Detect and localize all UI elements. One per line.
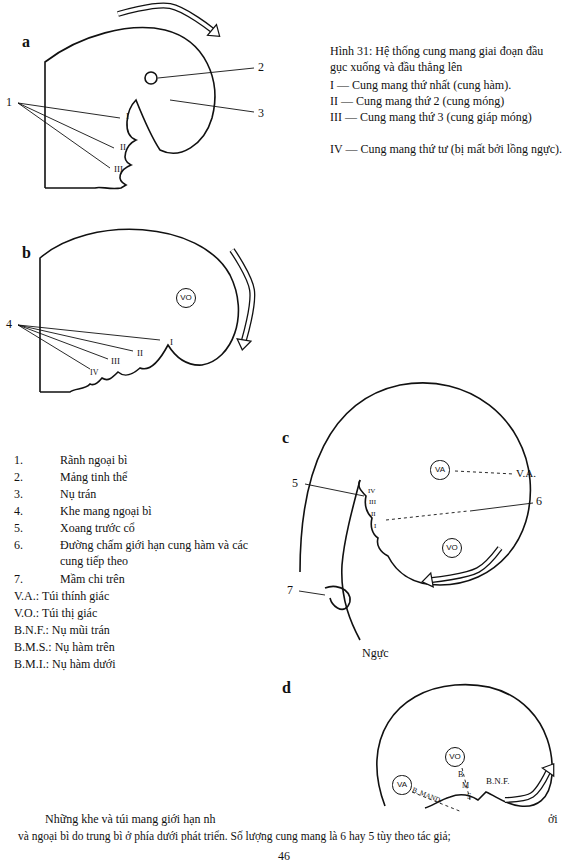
figure-label: IV — Cung mang thứ tư (bị mất bởi lồng n… (330, 142, 562, 158)
figure-label: I — Cung mang thứ nhất (cung hàm). (330, 78, 562, 94)
head-outline (40, 229, 238, 392)
figure-label: B.M.S.: Nụ hàm trên (14, 640, 115, 656)
figure-label: b (22, 243, 31, 264)
figure-label: 7. (14, 572, 23, 588)
vesicle-label: VO (449, 753, 461, 761)
figure-label: I (374, 522, 376, 531)
vesicle-label: VO (446, 544, 458, 552)
head-outline (377, 685, 552, 808)
figure-label: II (137, 348, 143, 360)
figure-label: B.N.F.: Nụ mũi trán (14, 623, 110, 639)
vesicle-circle: VO (445, 747, 466, 768)
figure-label: V.O.: Túi thị giác (14, 606, 97, 622)
figure-label: Nụ trán (60, 487, 96, 503)
figure-label: 5 (292, 476, 298, 492)
figure-label: III — Cung mang thứ 3 (cung giáp móng) (330, 110, 562, 126)
figure-label: 3 (258, 106, 264, 122)
figure-label: M (462, 781, 469, 791)
figure-label: IV (368, 487, 375, 496)
dotted-boundaries (386, 471, 514, 812)
figure-label: III (111, 356, 120, 368)
figure-label: 4. (14, 504, 23, 520)
figure-label: II (120, 142, 126, 154)
figure-label: I (126, 111, 129, 123)
figure-label: III (369, 498, 376, 507)
figure-label: ởi (548, 812, 558, 828)
rotation-arrow (118, 5, 224, 41)
neck-outline (342, 480, 360, 640)
head-outline (45, 28, 215, 189)
vesicle-label: VA (397, 781, 407, 789)
figure-label: và ngoại bì do trung bì ở phía dưới phát… (18, 829, 558, 844)
figure-label: 1. (14, 453, 23, 469)
vesicle-label: VO (180, 294, 192, 302)
rotation-arrows (118, 5, 559, 800)
figure-label: Ngực (362, 646, 389, 662)
figure-label: I (170, 337, 173, 349)
figure-label: a (22, 32, 30, 53)
figure-label: 6 (536, 494, 542, 510)
figure-label: B.M.I.: Nụ hàm dưới (14, 657, 116, 673)
figure-label: 7 (287, 583, 293, 599)
figure-label: Mầm chi trên (60, 572, 125, 588)
figure-label: S (467, 792, 471, 802)
figure-label: Đường chấm giới hạn cung hàm và các cung… (60, 538, 260, 569)
figure-label: II (371, 510, 376, 519)
figure-label: c (282, 428, 289, 449)
vesicle-circle: VA (392, 775, 411, 794)
figure-label: Khe mang ngoại bì (60, 504, 152, 520)
figure-label: d (282, 678, 291, 699)
figure-label: 46 (278, 849, 290, 865)
head-outline (300, 383, 530, 585)
figure-label: 4 (6, 317, 12, 333)
figure-label: Xoang trước cổ (60, 521, 135, 537)
figure-label: 2. (14, 470, 23, 486)
figure-label: III (114, 164, 123, 176)
figure-label: 6. (14, 538, 23, 554)
vesicle-circle: VA (430, 460, 449, 479)
figure-label: B.N.F. (486, 776, 510, 788)
lens-placode (145, 72, 157, 84)
figure-label: 3. (14, 487, 23, 503)
figure-label: V.A. (516, 466, 536, 480)
figure-label: Rãnh ngoại bì (60, 453, 127, 469)
limb-bud (325, 586, 350, 609)
figure-label: 2 (258, 60, 264, 76)
rotation-arrow (232, 250, 252, 351)
vesicle-circle: VO (442, 538, 463, 559)
figure-caption: Hình 31: Hệ thống cung mang giai đoạn đầ… (330, 44, 562, 75)
figure-label: II — Cung mang thứ 2 (cung móng) (330, 94, 562, 110)
vesicle-label: VA (435, 466, 445, 474)
figure-label: 5. (14, 521, 23, 537)
figure-label: B (458, 770, 463, 780)
figure-label: Mảng tinh thể (60, 470, 127, 486)
rotation-arrow (421, 548, 500, 589)
rotation-arrow (505, 760, 559, 800)
figure-label: IV (90, 368, 98, 378)
figure-label: B. MAND. (411, 786, 443, 806)
figure-label: 1 (6, 95, 12, 111)
figure-label: Những khe và túi mang giới hạn nh (45, 812, 216, 828)
vesicle-circle: VO (176, 288, 197, 309)
figure-label: V.A.: Túi thính giác (14, 589, 109, 605)
